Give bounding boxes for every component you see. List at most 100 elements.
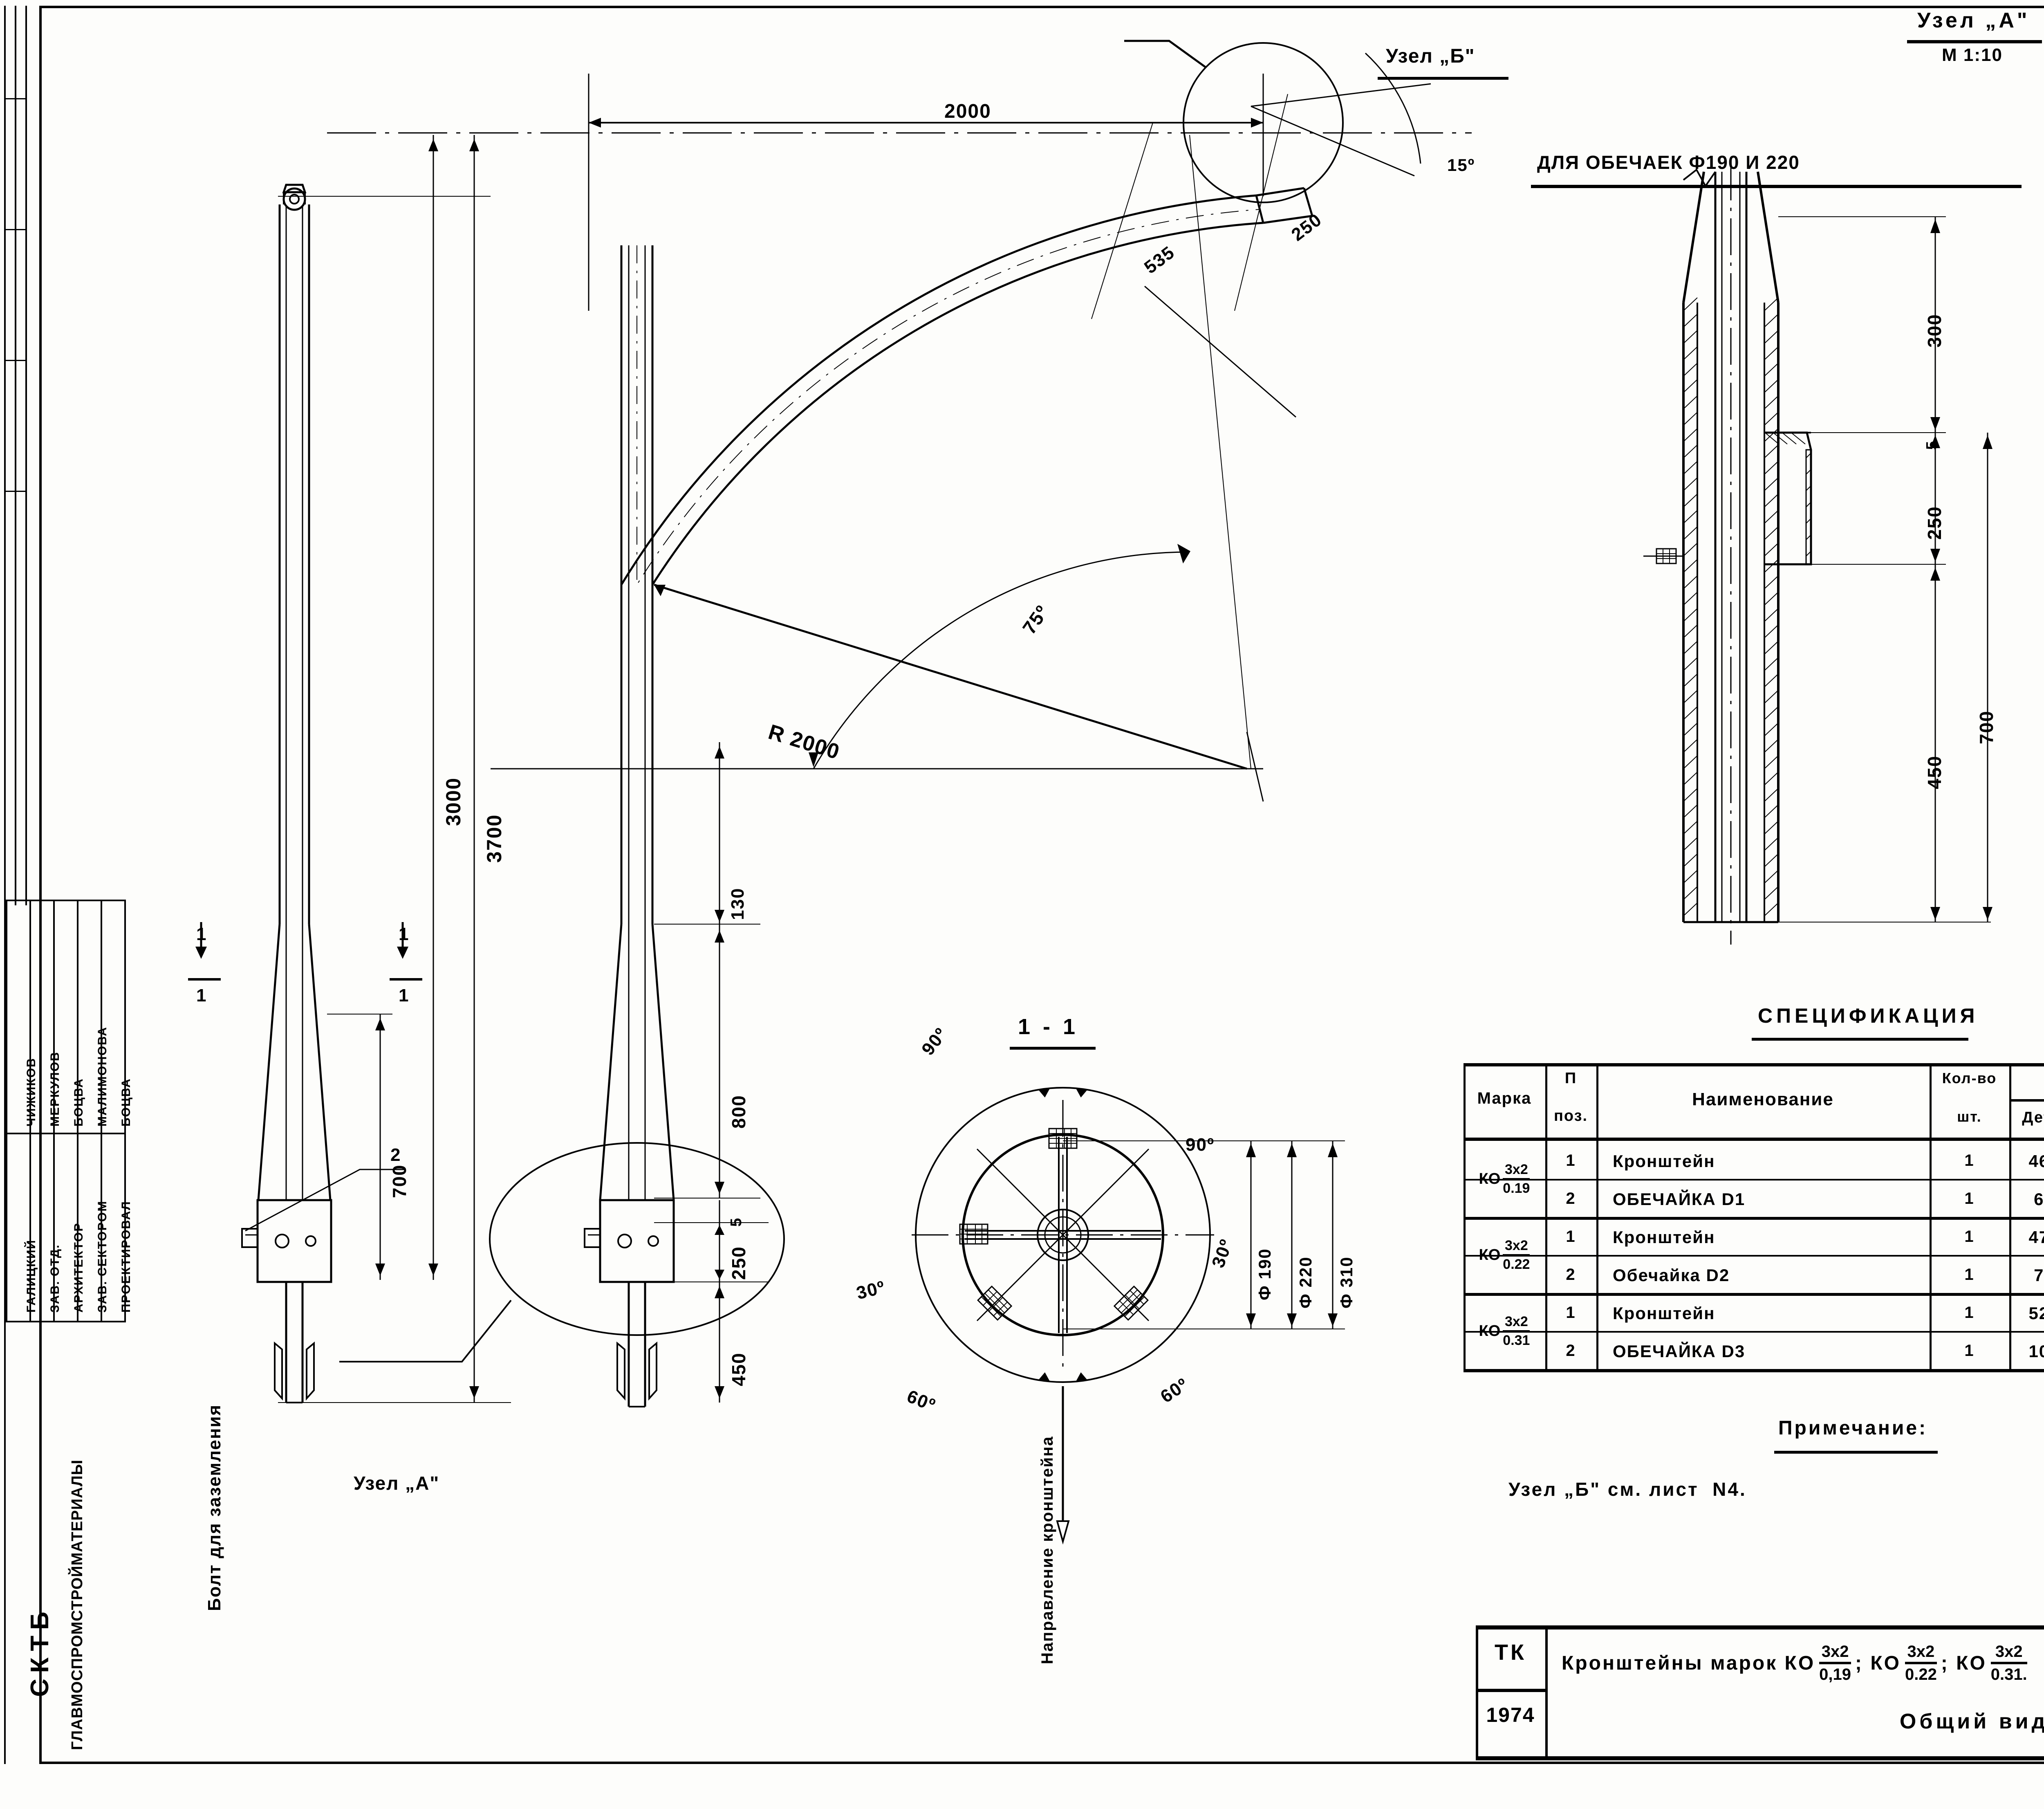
node-b-underline <box>1378 77 1508 80</box>
spec-marka-num: 3х2 <box>1505 1238 1528 1253</box>
spec-marka-num: 3х2 <box>1505 1314 1528 1329</box>
sigtable-line <box>6 1133 126 1134</box>
spec-cell-poz: 1 <box>1566 1151 1576 1169</box>
section-1-1-title: 1 - 1 <box>1018 1014 1079 1039</box>
diameter-310: Ф 310 <box>1337 1256 1356 1308</box>
spec-rule <box>1464 1369 2044 1372</box>
dim-130: 130 <box>728 887 748 920</box>
title-stamp-hrule <box>1476 1689 1545 1692</box>
spec-marka-bar <box>1503 1330 1530 1332</box>
dim-reach: 2000 <box>944 101 991 122</box>
spec-header-qty-bottom: шт. <box>1957 1108 1982 1125</box>
spec-cell-detali: 52.24 <box>2028 1304 2044 1323</box>
section-mark-top-2: 1 <box>399 924 410 944</box>
spec-cell-name: Кронштейн <box>1613 1151 1715 1171</box>
spec-header-detali: Детали <box>2022 1109 2044 1126</box>
title-bottom-rule <box>1476 1756 2044 1760</box>
frame-bottom-line <box>39 1762 2044 1764</box>
spec-rule <box>2009 1099 2044 1102</box>
sigtable-line <box>6 1321 126 1322</box>
note-title-underline <box>1774 1451 1938 1454</box>
spec-title: СПЕЦИФИКАЦИЯ <box>1758 1004 1979 1027</box>
node-a-dim-700: 700 <box>1976 710 1997 744</box>
node-a-left-caption: ДЛЯ ОБЕЧАЕК Ф190 И 220 <box>1537 152 1800 173</box>
spec-cell-poz: 1 <box>1566 1228 1576 1246</box>
angle-top-right: 90º <box>1186 1135 1215 1155</box>
spec-cell-detali: 10.13 <box>2028 1342 2044 1361</box>
dim-5: 5 <box>728 1217 745 1227</box>
spec-marka-bar <box>1503 1178 1530 1180</box>
title-fraction-bar <box>1819 1662 1851 1664</box>
title-fr3-num: 3х2 <box>1995 1643 2023 1661</box>
spec-cell-name: ОБЕЧАЙКА D3 <box>1613 1342 1746 1361</box>
title-fr1-num: 3х2 <box>1821 1643 1849 1661</box>
note-title: Примечание: <box>1778 1417 1928 1439</box>
spec-cell-detali: 7.37 <box>2034 1266 2044 1285</box>
node-a-title-underline <box>1907 40 2042 43</box>
title-fraction-bar <box>1990 1662 2027 1664</box>
spec-cell-qty: 1 <box>1964 1266 1975 1284</box>
sigtable-line <box>53 900 55 1321</box>
section-mark-bottom: 1 <box>196 985 207 1005</box>
spec-rule <box>1464 1331 2044 1333</box>
node-a-left-caption-underline <box>1531 185 2022 188</box>
spec-cell-qty: 1 <box>1964 1151 1975 1169</box>
section-1-1-underline <box>1010 1047 1096 1050</box>
title-fr2-den: 0.22 <box>1905 1665 1937 1683</box>
spec-marka-bar <box>1503 1254 1530 1256</box>
spec-marka-den: 0.19 <box>1503 1181 1530 1196</box>
title-left-rule <box>1476 1625 1478 1760</box>
stamp-tk: ТК <box>1495 1640 1526 1665</box>
dim-450-pole: 450 <box>728 1352 749 1386</box>
sidebar-tick <box>4 360 27 361</box>
spec-cell-name: Кронштейн <box>1613 1228 1715 1247</box>
spec-marka-num: 3х2 <box>1505 1162 1528 1177</box>
direction-label-line1: Направление кронштейна <box>1038 1436 1056 1665</box>
spec-marka-den: 0.31 <box>1503 1333 1530 1348</box>
spec-header-marka: Марка <box>1477 1089 1532 1107</box>
title-top-rule <box>1476 1625 2044 1629</box>
diameter-220: Ф 220 <box>1296 1256 1315 1308</box>
spec-header-poz-top: П <box>1564 1070 1577 1087</box>
spec-cell-poz: 1 <box>1566 1304 1576 1322</box>
title-sep2: ; КО <box>1941 1652 1987 1674</box>
title-sep1: ; КО <box>1855 1652 1901 1674</box>
spec-cell-poz: 2 <box>1566 1190 1576 1207</box>
pos-mark-2: 2 <box>390 1145 401 1165</box>
node-b-label: Узел „Б" <box>1386 45 1475 67</box>
dim-3000: 3000 <box>442 777 465 826</box>
spec-header-name: Наименование <box>1692 1089 1834 1109</box>
sidebar-line-a <box>15 6 16 905</box>
spec-cell-name: Обечайка D2 <box>1613 1266 1730 1285</box>
node-a-callout-label: Узел „А" <box>354 1472 440 1494</box>
spec-rule <box>1464 1293 2044 1296</box>
node-a-scale: М 1:10 <box>1942 45 2003 65</box>
dim-700-left: 700 <box>389 1164 410 1198</box>
spec-cell-detali: 47.45 <box>2028 1228 2044 1247</box>
spec-cell-detali: 46.08 <box>2028 1151 2044 1171</box>
sigtable-line <box>77 900 78 1321</box>
node-a-dim-450: 450 <box>1924 755 1945 789</box>
sidebar-tick <box>4 229 27 230</box>
sigtable-line <box>6 900 7 1321</box>
node-a-dim-300: 300 <box>1924 314 1945 348</box>
spec-cell-qty: 1 <box>1964 1342 1975 1360</box>
title-fraction-bar <box>1905 1662 1937 1664</box>
spec-marka-prefix: КО <box>1479 1170 1501 1187</box>
sidebar-tick <box>4 491 27 492</box>
spec-rule <box>1464 1217 2044 1220</box>
spec-cell-name: ОБЕЧАЙКА D1 <box>1613 1190 1746 1209</box>
sigtable-line <box>101 900 102 1321</box>
spec-cell-qty: 1 <box>1964 1304 1975 1322</box>
spec-cell-qty: 1 <box>1964 1190 1975 1207</box>
node-a-dim-250: 250 <box>1924 506 1945 540</box>
title-line2: Общий вид. <box>1899 1710 2044 1733</box>
note-text: Узел „Б" см. лист N4. <box>1508 1479 1747 1500</box>
ground-bolt-label: Болт для заземления <box>204 1404 224 1611</box>
